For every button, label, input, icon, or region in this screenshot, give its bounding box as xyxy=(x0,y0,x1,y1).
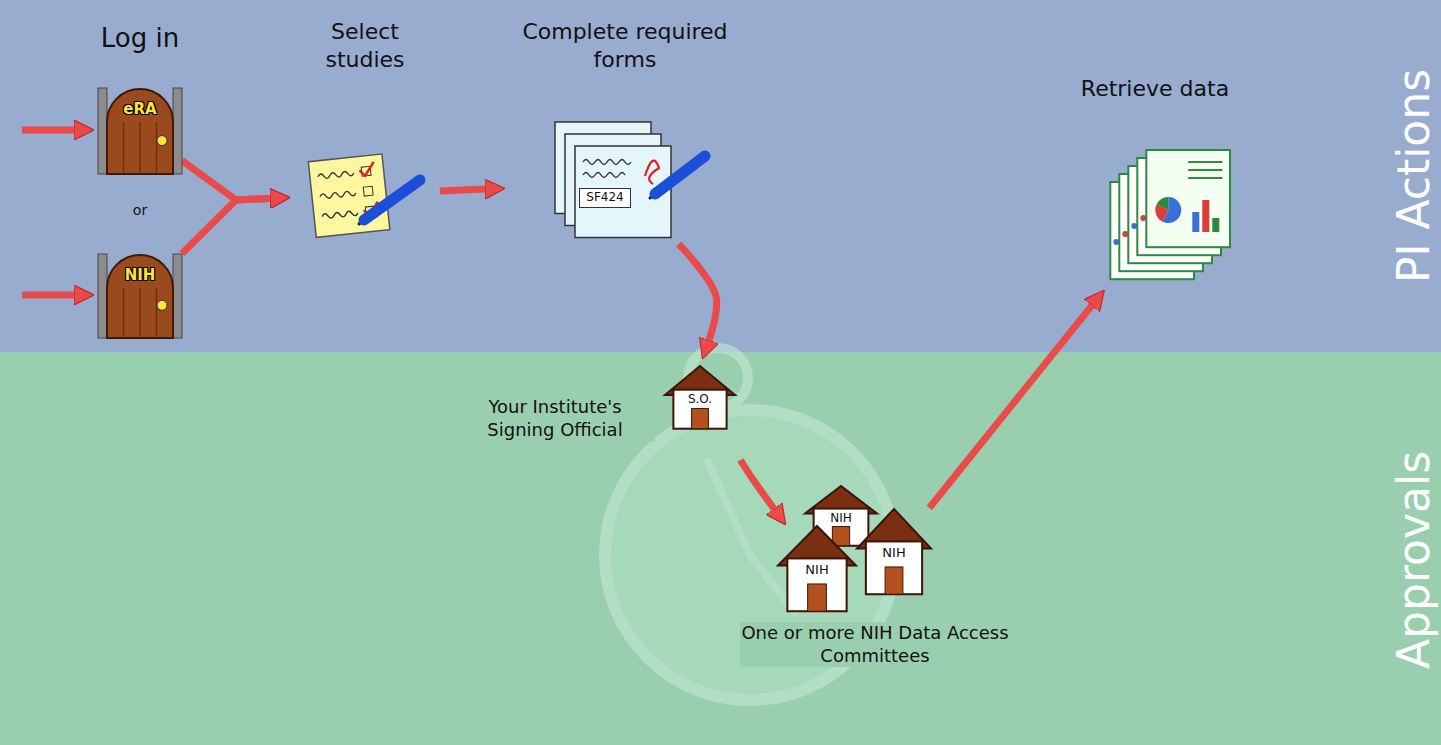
swimlane-band: PI Actions eRA NIH Select studies Complete r… xyxy=(0,0,1441,352)
writing-line xyxy=(322,210,358,219)
text-line xyxy=(1188,169,1222,171)
pie-slice xyxy=(1157,197,1168,210)
node-label: Select studies xyxy=(310,18,420,73)
check-mark xyxy=(359,162,375,176)
pen-body xyxy=(364,180,420,220)
door-plank xyxy=(139,122,141,172)
node-label: Complete required forms xyxy=(510,18,740,73)
door-post xyxy=(173,254,182,338)
pen-body xyxy=(655,156,705,194)
form-stack: Complete required formsSF424 xyxy=(505,10,745,244)
house-door xyxy=(885,567,903,594)
icon-label: S.O. xyxy=(665,393,735,406)
text-line xyxy=(1188,161,1222,163)
door-plank xyxy=(123,122,125,172)
house-door xyxy=(692,409,709,429)
node-label: eRA xyxy=(98,100,182,119)
committee-caption: One or more NIH Data Access Committees xyxy=(740,622,1010,667)
door-knob xyxy=(157,136,167,146)
step-title: Log in xyxy=(90,22,190,55)
data-pages-art xyxy=(1095,150,1230,285)
flow-arrow xyxy=(440,189,485,191)
checklist-icon: Select studies xyxy=(290,10,440,240)
data-page xyxy=(1146,150,1230,247)
house-icon: Your Institute's Signing Official S.O. xyxy=(455,360,745,460)
writing-line xyxy=(320,190,356,199)
or-label: or xyxy=(120,202,160,220)
acrobat-mark xyxy=(645,161,659,184)
check-box xyxy=(363,186,373,196)
swimlane-band: Approvals Your Institute's Signing Offici… xyxy=(0,352,1441,745)
entry-arrow xyxy=(22,292,74,299)
house-icon: NIH xyxy=(857,508,931,596)
login-door: NIH xyxy=(98,252,182,338)
bar xyxy=(1212,218,1219,232)
flow-arrow xyxy=(182,161,270,200)
band-title: Approvals xyxy=(1386,451,1441,669)
form-stack-art xyxy=(555,122,715,244)
entry-arrow xyxy=(22,127,74,134)
flow-arrow xyxy=(679,244,717,340)
door-plank xyxy=(139,288,141,336)
flow-arrow xyxy=(929,306,1091,508)
login-door-art xyxy=(98,252,182,338)
checklist-icon-art xyxy=(300,150,430,238)
login-door: eRA xyxy=(98,86,182,174)
flow-arrow xyxy=(182,198,270,253)
door-plank xyxy=(123,288,125,336)
writing-line xyxy=(583,173,625,178)
node-label: NIH xyxy=(778,563,856,577)
house-icon: NIH xyxy=(778,525,856,613)
node-label: NIH xyxy=(857,546,931,560)
node-label: NIH xyxy=(98,266,182,285)
door-post xyxy=(98,88,107,174)
node-label: Retrieve data xyxy=(1060,75,1250,103)
band-title: PI Actions xyxy=(1386,69,1441,283)
bar xyxy=(1202,200,1209,232)
text-line xyxy=(1188,177,1222,179)
door-post xyxy=(98,254,107,338)
door-plank xyxy=(156,288,158,336)
door-plank xyxy=(156,122,158,172)
house-door xyxy=(808,584,827,611)
checklist-page xyxy=(308,154,390,237)
flow-arrow xyxy=(740,460,774,509)
writing-line xyxy=(583,160,631,165)
node-label: Your Institute's Signing Official xyxy=(455,396,655,441)
node-label: NIH xyxy=(805,512,877,525)
door-post xyxy=(173,88,182,174)
clock-hand xyxy=(708,462,750,555)
writing-line xyxy=(318,171,354,180)
actions-band-fill xyxy=(0,0,1441,352)
icon-label: SF424 xyxy=(579,188,631,208)
door-knob xyxy=(157,300,167,310)
login-door-art xyxy=(98,86,182,174)
approvals-band-fill xyxy=(0,352,1441,745)
data-pages: Retrieve data xyxy=(1060,65,1250,290)
bar xyxy=(1192,212,1199,232)
